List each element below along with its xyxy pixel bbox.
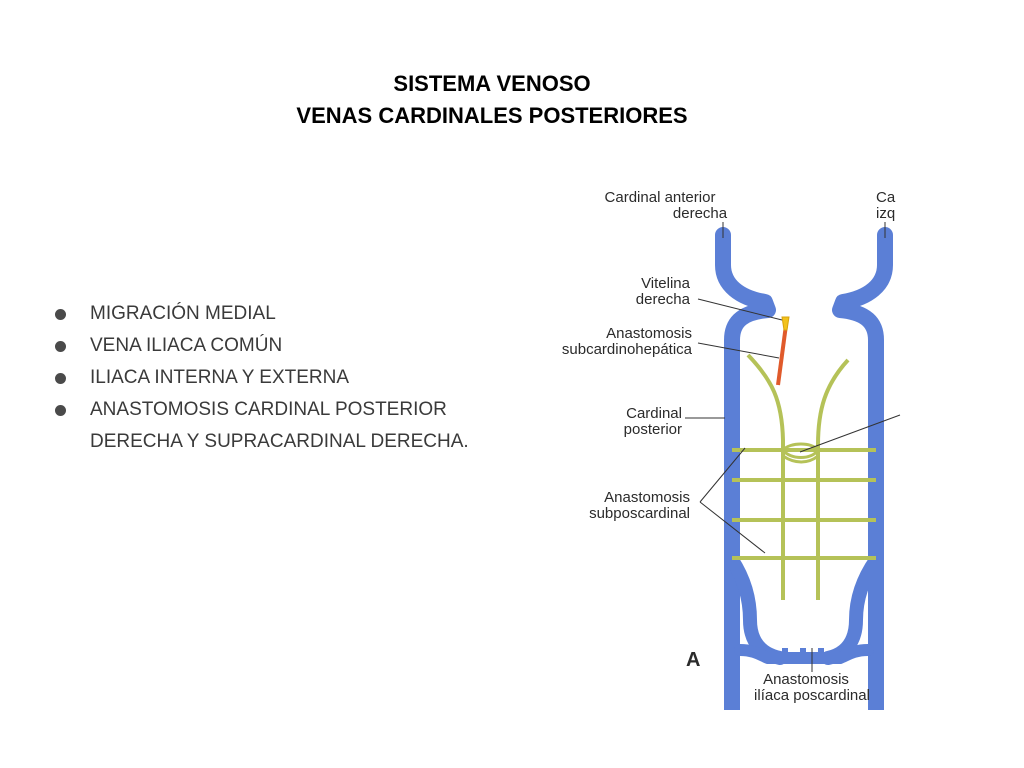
- iliac-connector: [818, 648, 824, 662]
- bullet-text: MIGRACIÓN MEDIAL: [90, 303, 276, 324]
- bullet-dot-icon: [55, 341, 66, 352]
- label-cardinal-posterior-line1: Cardinal: [626, 405, 682, 422]
- label-anast-subcardino-line2: subcardinohepática: [562, 341, 693, 358]
- bullet-item: MIGRACIÓN MEDIAL: [52, 298, 472, 330]
- iliac-connector: [782, 648, 788, 662]
- leader-line: [697, 342, 780, 359]
- bullet-text: ILIACA INTERNA Y EXTERNA: [90, 367, 350, 388]
- label-anast-iliaca-line2: ilíaca poscardinal: [754, 687, 870, 704]
- label-cardinal-posterior-line2: posterior: [624, 421, 682, 438]
- panel-letter: A: [686, 649, 700, 671]
- bullet-item: VENA ILIACA COMÚN: [52, 330, 472, 362]
- leader-line: [699, 447, 766, 554]
- central-plexus: [781, 442, 820, 464]
- subcardinohepatic-anastomosis: [776, 324, 788, 386]
- label-cardinal-anterior-line1: Cardinal anterior: [605, 189, 716, 206]
- vitelline-vein: [781, 316, 790, 331]
- label-anast-subcardino-line1: Anastomosis: [606, 325, 692, 342]
- label-vitelina-line1: Vitelina: [641, 275, 691, 292]
- bullet-dot-icon: [55, 373, 66, 384]
- diagram-svg: Cardinal anterior derecha Ca izq Vitelin…: [562, 189, 901, 710]
- label-cardinal-anterior-line2: derecha: [673, 205, 728, 222]
- leader-line: [799, 414, 901, 453]
- label-anast-subpos-line1: Anastomosis: [604, 489, 690, 506]
- title-line-1: SISTEMA VENOSO: [393, 71, 591, 96]
- leader-line: [697, 298, 783, 321]
- title-line-2: VENAS CARDINALES POSTERIORES: [296, 103, 688, 128]
- left-subcardinal-vein: [816, 358, 850, 600]
- right-subcardinal-vein: [746, 353, 785, 600]
- slide-title: SISTEMA VENOSO VENAS CARDINALES POSTERIO…: [0, 68, 984, 132]
- right-cardinal-vein: [715, 227, 776, 710]
- bullet-dot-icon: [55, 405, 66, 416]
- bullet-item: ANASTOMOSIS CARDINAL POSTERIOR DERECHA Y…: [52, 394, 472, 458]
- bullet-text: VENA ILIACA COMÚN: [90, 335, 283, 356]
- venous-diagram: Cardinal anterior derecha Ca izq Vitelin…: [500, 180, 910, 710]
- label-cardinal-izq-line2: izq: [876, 205, 895, 222]
- label-vitelina-line2: derecha: [636, 291, 691, 308]
- bullet-list: MIGRACIÓN MEDIAL VENA ILIACA COMÚN ILIAC…: [52, 298, 472, 458]
- bullet-dot-icon: [55, 309, 66, 320]
- bullet-item: ILIACA INTERNA Y EXTERNA: [52, 362, 472, 394]
- label-anast-iliaca-line1: Anastomosis: [763, 671, 849, 688]
- left-cardinal-vein: [832, 227, 893, 710]
- label-cardinal-izq-line1: Ca: [876, 189, 896, 206]
- iliac-connector: [800, 648, 806, 662]
- bullet-text: ANASTOMOSIS CARDINAL POSTERIOR DERECHA Y…: [90, 399, 469, 452]
- label-anast-subpos-line2: subposcardinal: [589, 505, 690, 522]
